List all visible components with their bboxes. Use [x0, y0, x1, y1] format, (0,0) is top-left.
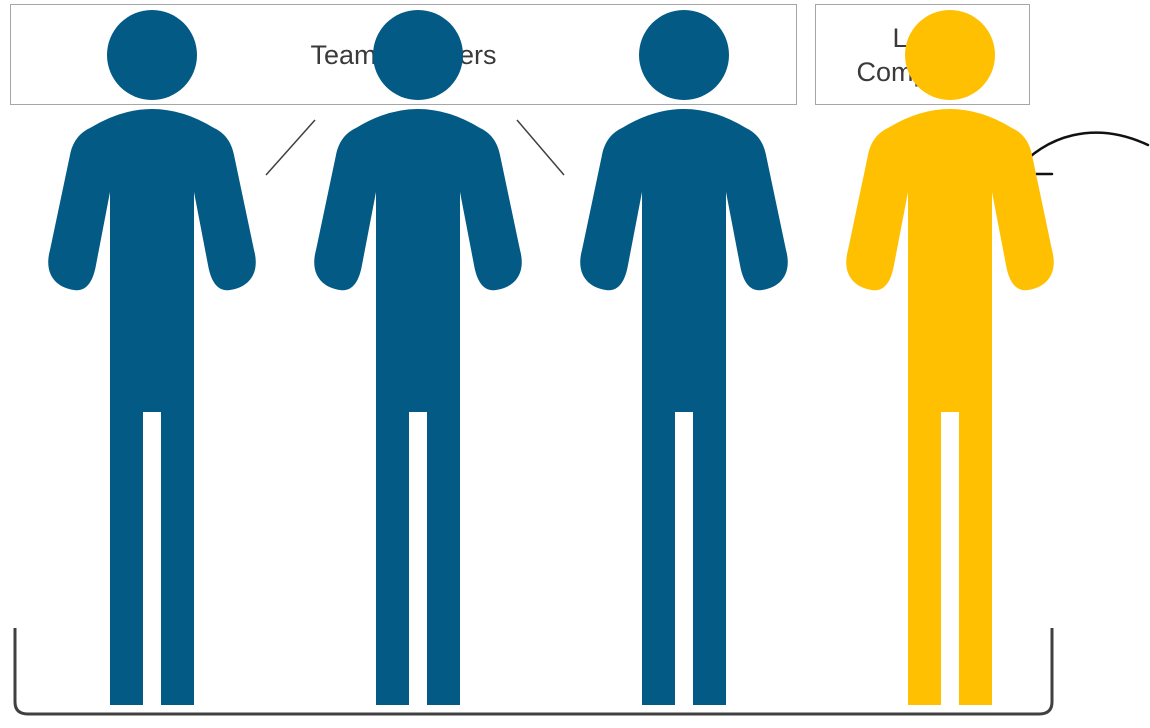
team-member-person-icon [48, 10, 256, 705]
connector-line-right [516, 119, 565, 176]
connector-line-left [265, 119, 316, 176]
team-member-person-icon [580, 10, 788, 705]
figures-group [48, 10, 1054, 705]
team-member-person-icon [314, 10, 522, 705]
bracket-icon [13, 628, 1054, 716]
lead-competitor-person-icon [846, 10, 1054, 705]
